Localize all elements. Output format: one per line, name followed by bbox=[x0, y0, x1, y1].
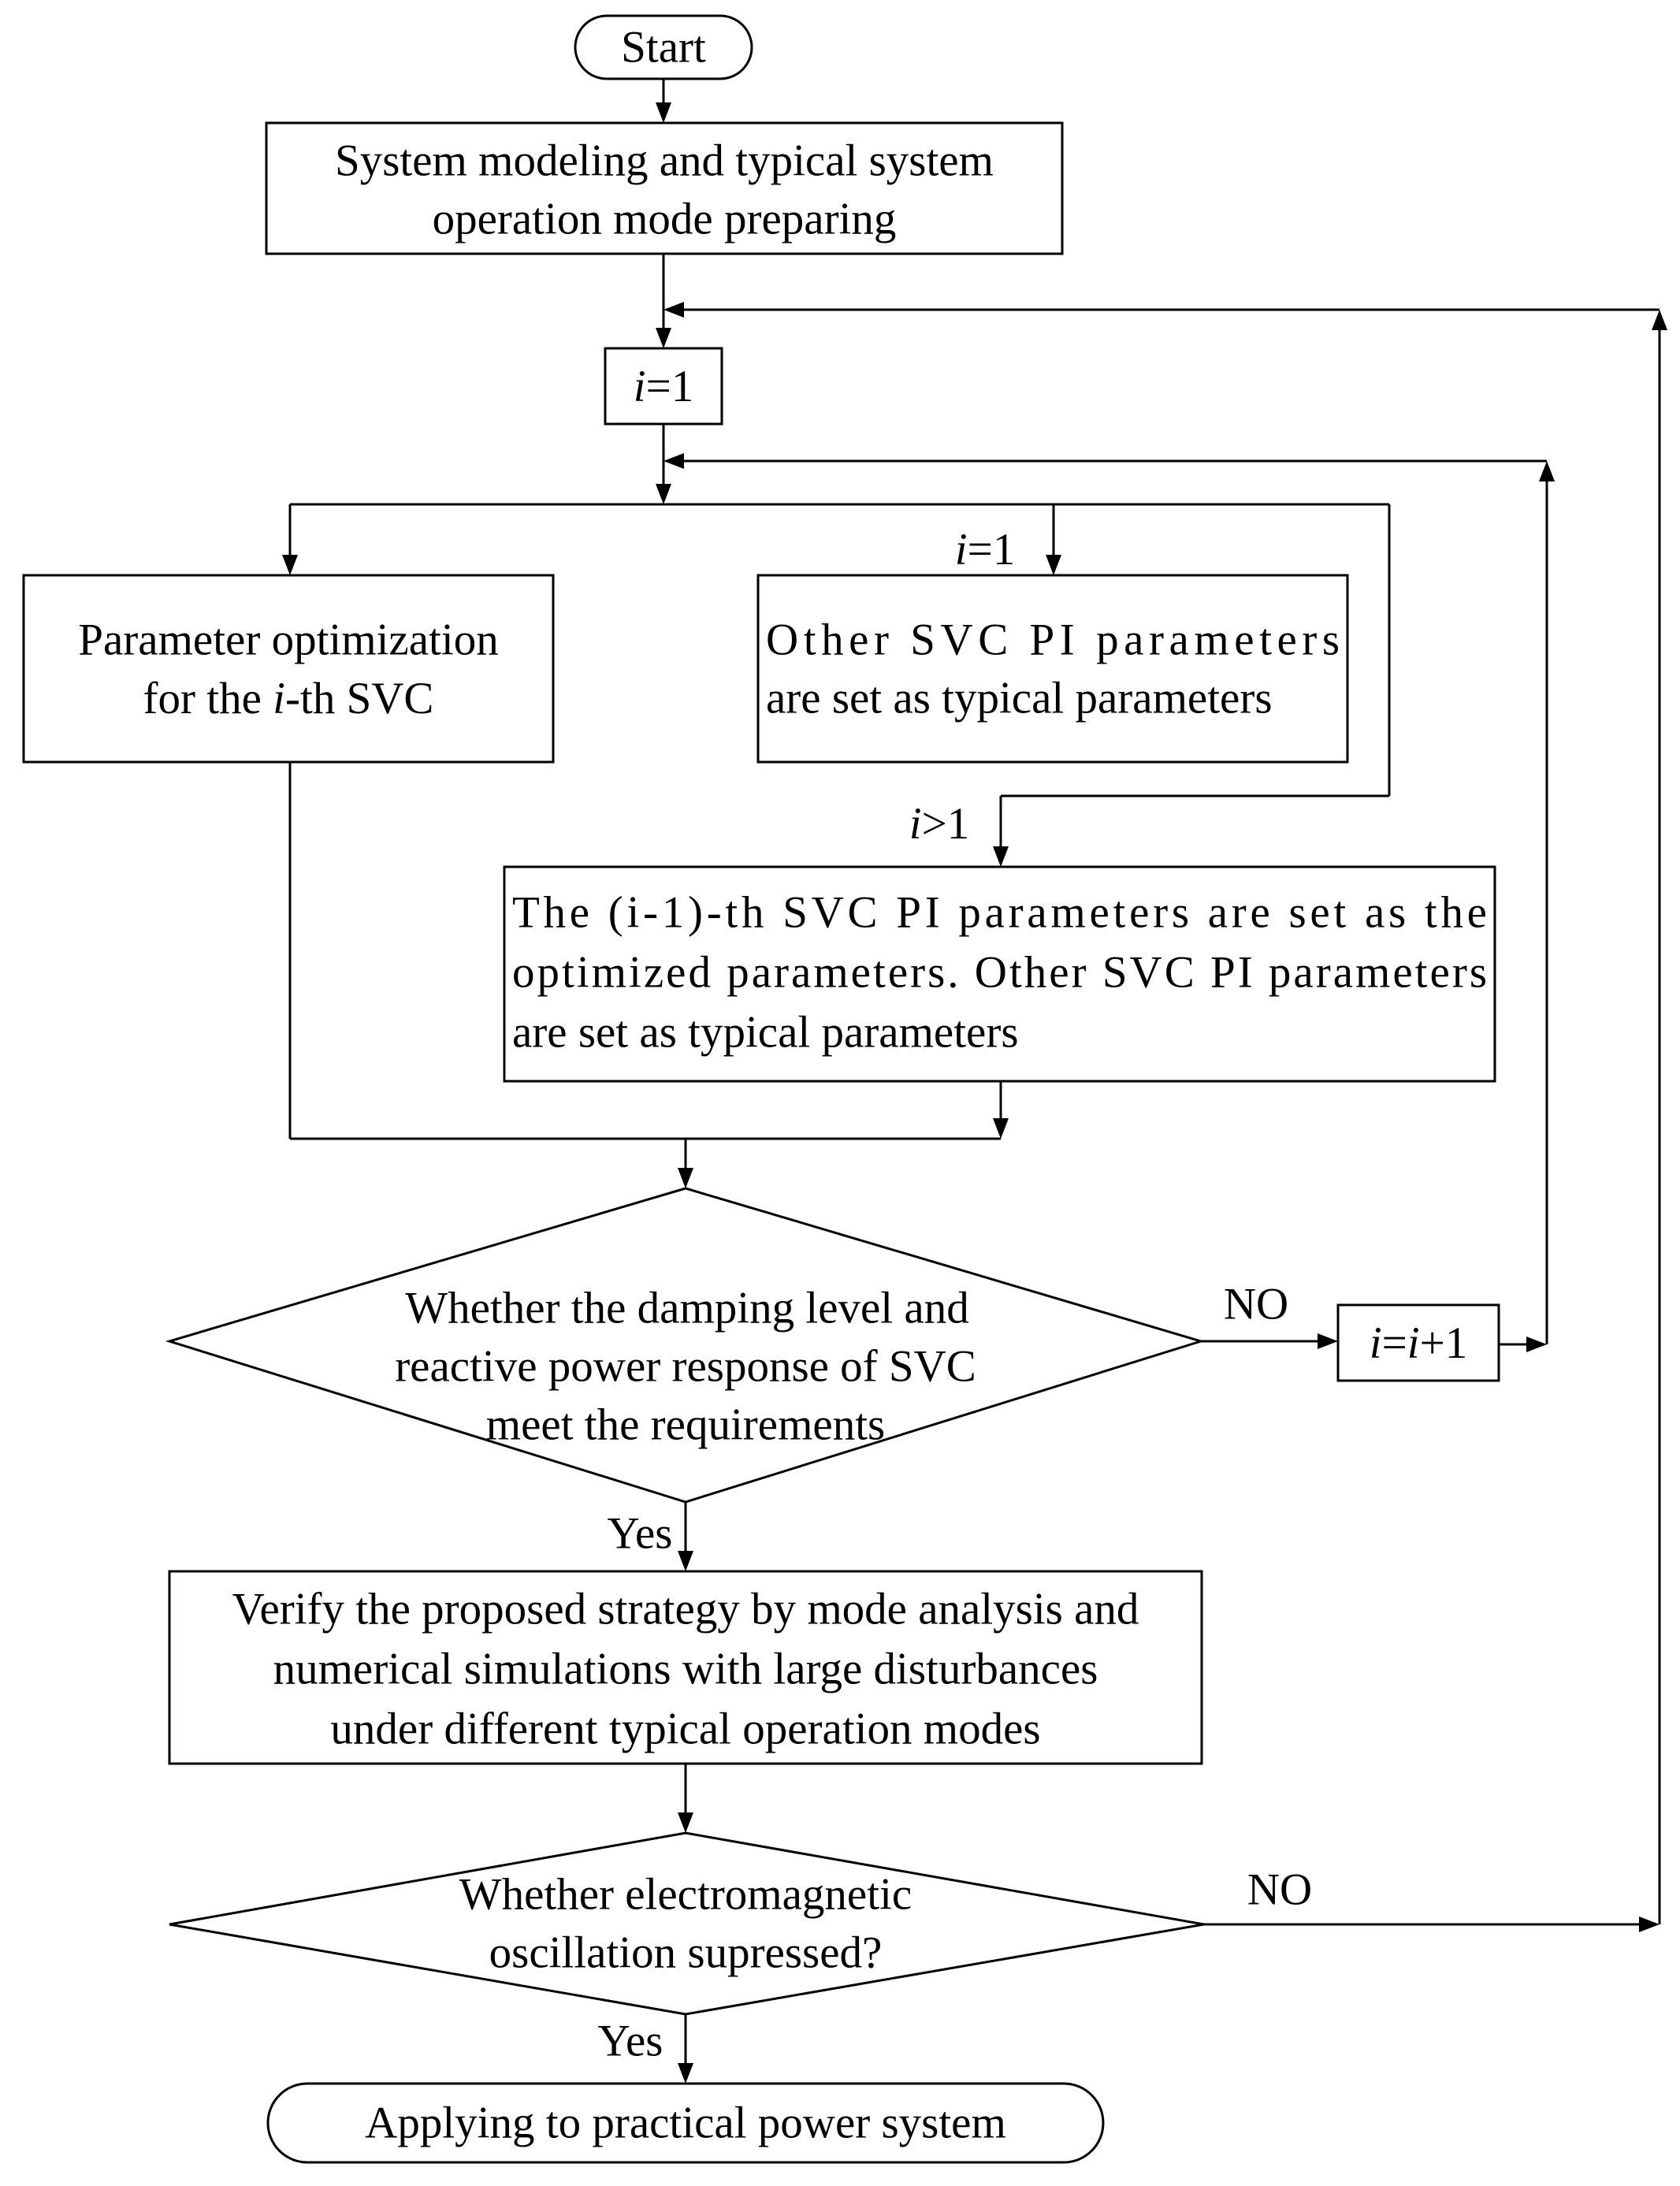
process-optimize: Parameter optimization for the i-th SVC bbox=[22, 574, 555, 764]
arrow-to-optimize bbox=[282, 555, 298, 575]
process-init-counter: i=1 bbox=[604, 347, 723, 426]
arrow-to-verify bbox=[678, 1551, 693, 1571]
arrow-outer-loop-in bbox=[663, 302, 684, 318]
process-verify: Verify the proposed strategy by mode ana… bbox=[168, 1570, 1203, 1765]
others-typical-line-1: Other SVC PI parameters bbox=[766, 615, 1340, 665]
optimize-line-1: Parameter optimization bbox=[78, 615, 498, 665]
previous-optimized-line-3: are set as typical parameters bbox=[512, 1008, 1019, 1058]
start-terminator: Start bbox=[574, 14, 753, 80]
increment-var-1: i bbox=[1370, 1318, 1382, 1368]
optimize-line-2: for the i-th SVC bbox=[143, 674, 434, 723]
arrow-to-oscillation bbox=[678, 1812, 693, 1833]
connectors bbox=[288, 79, 1661, 2068]
arrow-to-init bbox=[656, 328, 671, 348]
previous-optimized-line-1: The (i-1)-th SVC PI parameters are set a… bbox=[512, 888, 1487, 938]
oscillation-line-1: Whether electromagnetic bbox=[459, 1870, 912, 1920]
process-increment: i=i+1 bbox=[1336, 1303, 1500, 1382]
init-counter-var: i bbox=[634, 362, 646, 411]
process-others-typical: Other SVC PI parameters are set as typic… bbox=[756, 574, 1349, 764]
arrow-to-increment bbox=[1318, 1333, 1338, 1349]
optimize-line-2-var: i bbox=[273, 674, 285, 723]
increment-eq: = bbox=[1382, 1318, 1407, 1368]
increment-rest: +1 bbox=[1420, 1318, 1468, 1368]
arrow-outer-loop-up bbox=[1652, 310, 1667, 330]
requirements-line-1: Whether the damping level and bbox=[405, 1284, 968, 1333]
condition-first-label: i=1 bbox=[955, 525, 1016, 574]
process-modeling: System modeling and typical system opera… bbox=[265, 121, 1064, 255]
condition-first-var: i bbox=[955, 525, 968, 574]
modeling-line-2: operation mode preparing bbox=[433, 195, 897, 244]
arrow-to-decision bbox=[678, 1168, 693, 1188]
decision-requirements-no-label: NO bbox=[1224, 1280, 1288, 1329]
others-typical-line-2: are set as typical parameters bbox=[766, 674, 1273, 723]
condition-later-rest: >1 bbox=[922, 799, 970, 849]
arrowheads bbox=[282, 102, 1667, 2084]
verify-line-2: numerical simulations with large disturb… bbox=[273, 1645, 1098, 1694]
optimize-line-2-pre: for the bbox=[143, 674, 273, 723]
decision-oscillation-no-label: NO bbox=[1247, 1865, 1312, 1915]
verify-line-3: under different typical operation modes bbox=[330, 1705, 1040, 1754]
arrow-inner-loop-in bbox=[663, 453, 684, 469]
modeling-line-1: System modeling and typical system bbox=[335, 136, 994, 186]
arrow-increment-out bbox=[1526, 1337, 1547, 1352]
decision-oscillation: Whether electromagnetic oscillation supr… bbox=[169, 1831, 1205, 2016]
condition-later-var: i bbox=[909, 799, 922, 849]
condition-later-label: i>1 bbox=[909, 799, 970, 849]
arrow-previous-to-merge bbox=[993, 1118, 1009, 1139]
start-label: Start bbox=[621, 23, 706, 72]
increment-label: i=i+1 bbox=[1370, 1318, 1468, 1368]
oscillation-line-2: oscillation supressed? bbox=[489, 1928, 883, 1978]
init-counter-rest: =1 bbox=[646, 362, 694, 411]
init-counter-label: i=1 bbox=[634, 362, 694, 411]
arrow-to-end bbox=[678, 2063, 693, 2084]
previous-optimized-line-2: optimized parameters. Other SVC PI param… bbox=[512, 948, 1487, 998]
increment-var-2: i bbox=[1407, 1318, 1420, 1368]
condition-first-rest: =1 bbox=[968, 525, 1016, 574]
requirements-line-3: meet the requirements bbox=[486, 1400, 885, 1450]
arrow-oscillation-no bbox=[1639, 1916, 1660, 1932]
requirements-line-2: reactive power response of SVC bbox=[395, 1342, 976, 1392]
arrow-to-others bbox=[1046, 555, 1061, 575]
verify-line-1: Verify the proposed strategy by mode ana… bbox=[232, 1585, 1139, 1634]
end-label: Applying to practical power system bbox=[365, 2099, 1006, 2148]
arrow-inner-loop-up bbox=[1539, 461, 1555, 481]
arrow-to-previous bbox=[993, 846, 1009, 867]
process-previous-optimized: The (i-1)-th SVC PI parameters are set a… bbox=[503, 865, 1496, 1083]
decision-oscillation-yes-label: Yes bbox=[598, 2017, 663, 2066]
arrow-to-split bbox=[656, 484, 671, 504]
arrow-to-modeling bbox=[656, 102, 671, 123]
decision-requirements-yes-label: Yes bbox=[608, 1509, 673, 1559]
end-terminator: Applying to practical power system bbox=[266, 2082, 1105, 2164]
decision-requirements: Whether the damping level and reactive p… bbox=[165, 1187, 1206, 1504]
optimize-line-2-post: -th SVC bbox=[285, 674, 433, 723]
